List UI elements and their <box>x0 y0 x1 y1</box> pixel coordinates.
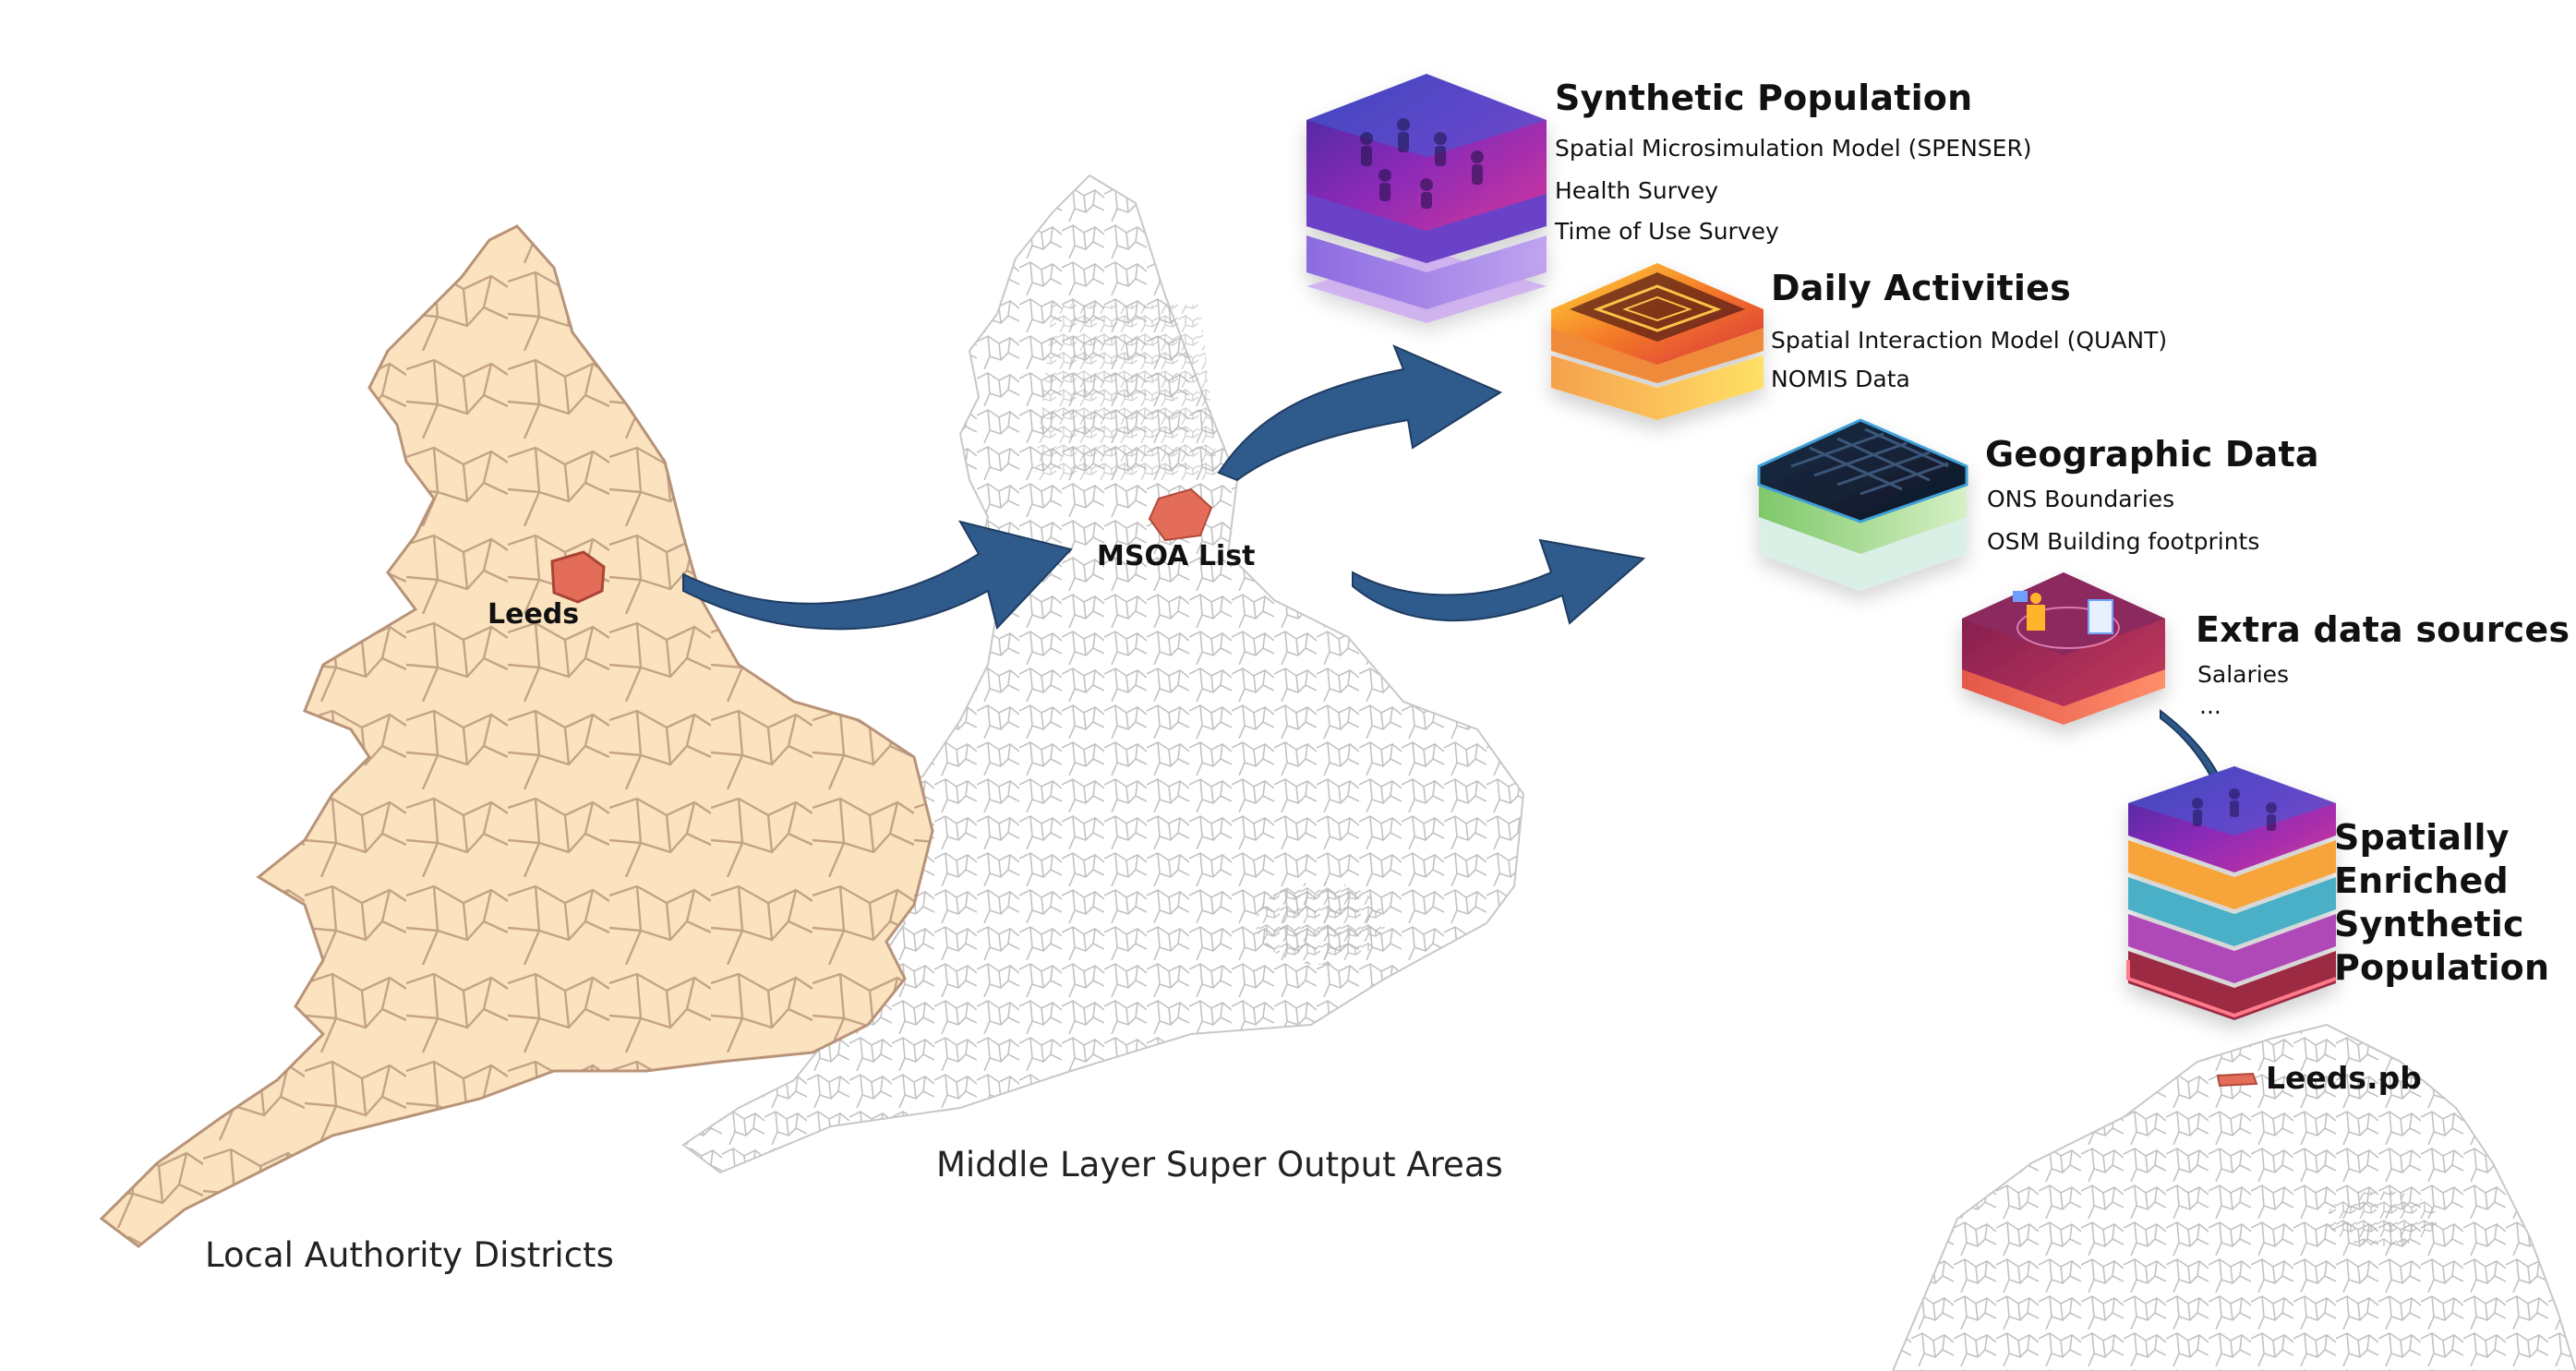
layer-title-population: Synthetic Population <box>1555 78 1973 118</box>
layer-item: NOMIS Data <box>1771 366 1910 392</box>
layer-item: OSM Building footprints <box>1987 528 2260 555</box>
output-file-label: Leeds.pb <box>2266 1060 2422 1096</box>
result-title-line: Enriched <box>2334 860 2509 901</box>
population-layer-icon <box>1306 74 1547 323</box>
layer-title-activities: Daily Activities <box>1771 268 2071 308</box>
flow-arrow-icon <box>1217 344 1503 482</box>
msoa-map-label: Middle Layer Super Output Areas <box>936 1145 1503 1185</box>
result-title-line: Synthetic <box>2334 904 2524 944</box>
msoa-map <box>681 174 1525 1174</box>
lad-map <box>99 224 934 1248</box>
layer-item: Health Survey <box>1555 177 1719 204</box>
msoa-leeds-highlight <box>1148 487 1213 542</box>
result-title-line: Spatially <box>2334 817 2510 858</box>
flow-arrows <box>682 344 2248 814</box>
flow-arrow-icon <box>682 520 1073 631</box>
layer-item: Salaries <box>2197 661 2290 688</box>
layer-item: ... <box>2199 692 2221 719</box>
activities-layer-icon <box>1551 263 1763 420</box>
layer-item: Spatial Microsimulation Model (SPENSER) <box>1555 135 2032 162</box>
layer-item: ONS Boundaries <box>1987 486 2175 512</box>
geography-layer-icon <box>1757 418 1968 591</box>
layer-title-extra-sources: Extra data sources <box>2196 609 2570 650</box>
leeds-label: Leeds <box>488 598 580 631</box>
extra-sources-layer-icon <box>1962 572 2165 725</box>
layer-item: Time of Use Survey <box>1555 218 1779 245</box>
enriched-stack-icon <box>2126 766 2337 1020</box>
msoa-list-label: MSOA List <box>1097 540 1256 572</box>
layer-item: Spatial Interaction Model (QUANT) <box>1771 327 2168 354</box>
flow-arrow-icon <box>1352 538 1646 625</box>
lad-map-label: Local Authority Districts <box>205 1235 614 1275</box>
result-title-line: Population <box>2334 947 2550 988</box>
output-leeds-highlight <box>2216 1072 2258 1088</box>
lad-leeds-highlight <box>550 550 606 604</box>
output-map <box>1891 1023 2576 1371</box>
layer-title-geography: Geographic Data <box>1985 434 2319 475</box>
